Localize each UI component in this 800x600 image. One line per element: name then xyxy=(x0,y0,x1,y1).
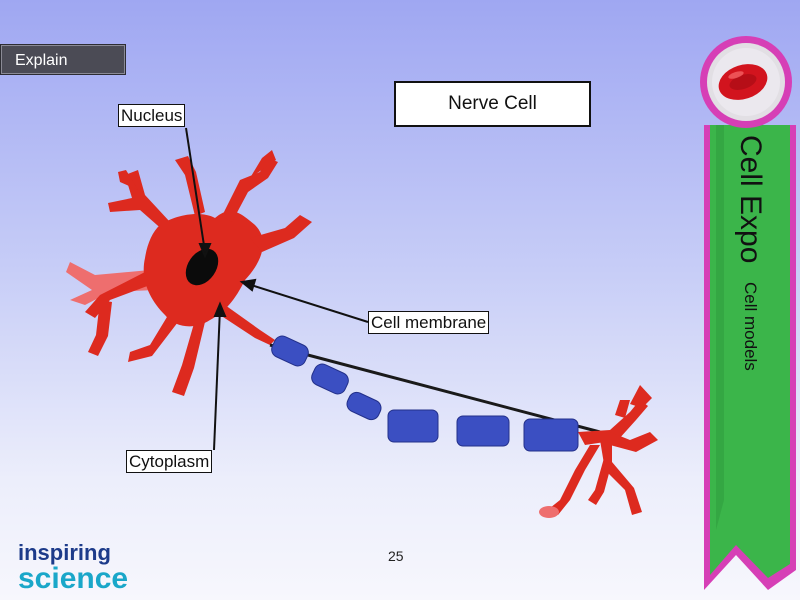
ribbon-subtitle: Cell models xyxy=(732,282,768,402)
label-nucleus: Nucleus xyxy=(118,104,185,127)
inspiring-science-logo: inspiring science xyxy=(18,538,138,594)
myelin-sheaths xyxy=(269,333,578,451)
page-number: 25 xyxy=(388,548,404,564)
label-cell-membrane: Cell membrane xyxy=(368,311,489,334)
ribbon-title: Cell Expo xyxy=(726,135,774,275)
label-cytoplasm: Cytoplasm xyxy=(126,450,212,473)
slide-title: Nerve Cell xyxy=(394,81,591,127)
logo-line2: science xyxy=(18,562,128,594)
